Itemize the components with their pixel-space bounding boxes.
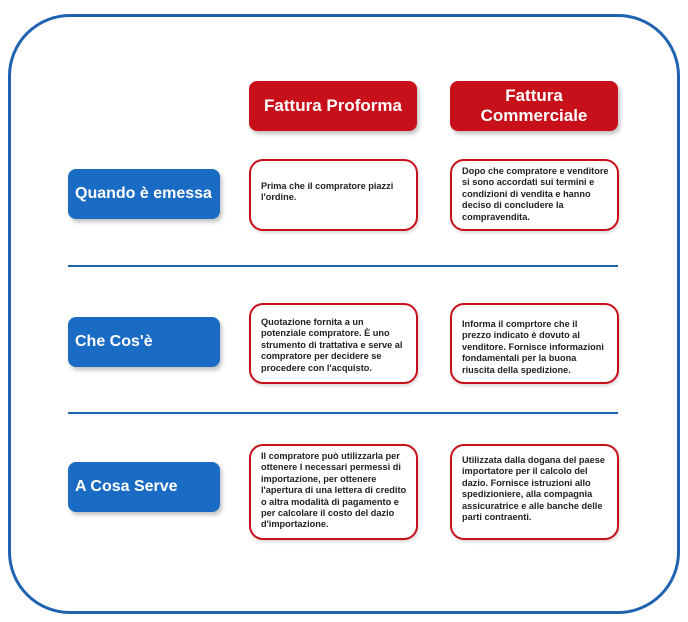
cell-a-cosa-serve-proforma: Il compratore può utilizzarla per ottene… <box>249 444 418 540</box>
cell-quando-proforma: Prima che il compratore piazzi l'ordine. <box>249 159 418 231</box>
cell-a-cosa-serve-commerciale: Utilizzata dalla dogana del paese import… <box>450 444 619 540</box>
row-divider <box>68 412 618 414</box>
cell-quando-commerciale: Dopo che compratore e venditore si sono … <box>450 159 619 231</box>
row-divider <box>68 265 618 267</box>
row-label-che-cose: Che Cos'è <box>68 317 220 367</box>
column-header-commerciale: Fattura Commerciale <box>450 81 618 131</box>
row-label-quando: Quando è emessa <box>68 169 220 219</box>
cell-che-cose-commerciale: Informa il comprtore che il prezzo indic… <box>450 303 619 384</box>
cell-che-cose-proforma: Quotazione fornita a un potenziale compr… <box>249 303 418 384</box>
column-header-proforma: Fattura Proforma <box>249 81 417 131</box>
row-label-a-cosa-serve: A Cosa Serve <box>68 462 220 512</box>
